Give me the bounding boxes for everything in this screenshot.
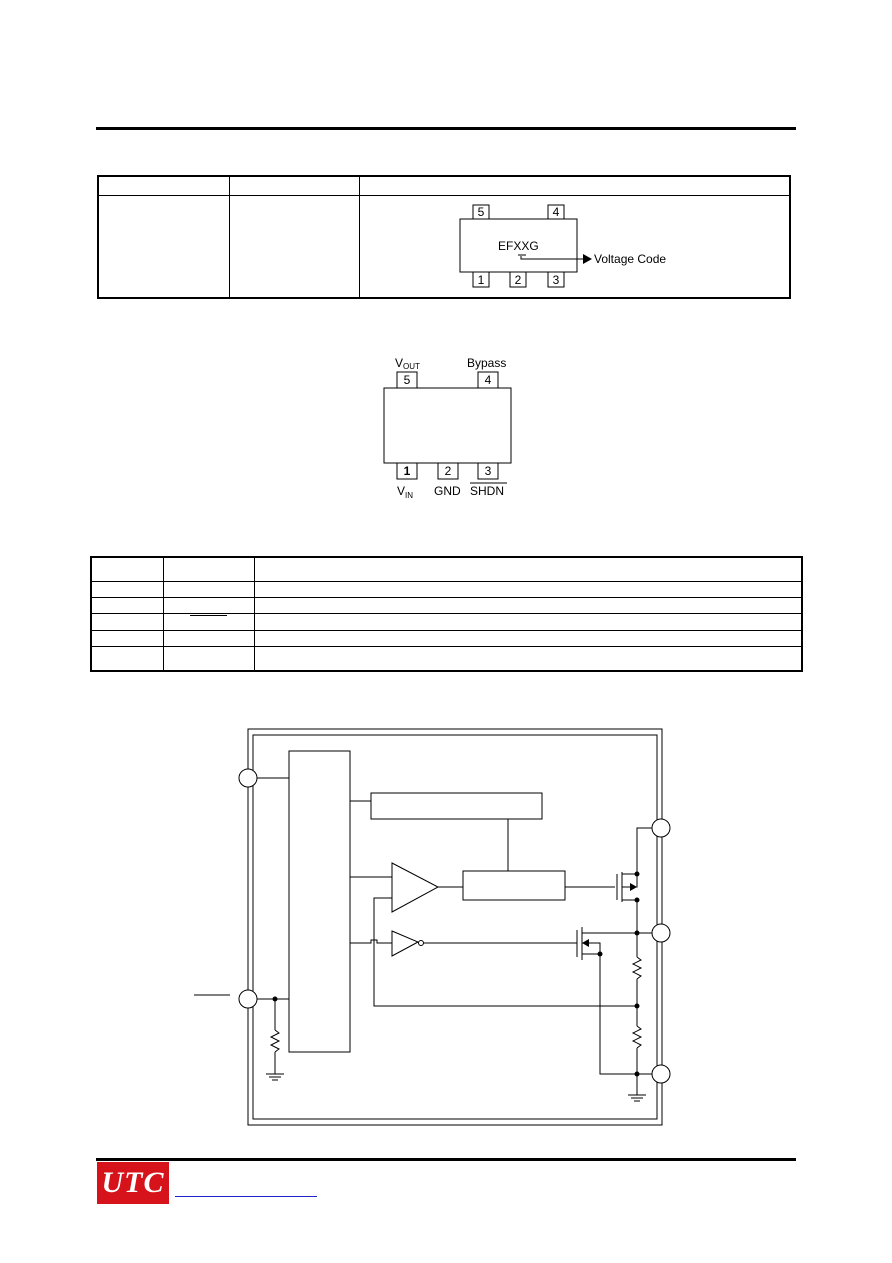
pinout-package-body bbox=[383, 387, 512, 464]
table-cell bbox=[254, 597, 803, 615]
nmos-arrow-icon bbox=[582, 939, 589, 947]
table-cell bbox=[163, 580, 255, 599]
table-row bbox=[90, 629, 803, 648]
table-cell bbox=[254, 556, 803, 582]
wire bbox=[582, 942, 601, 954]
pinout-pin-4-label: 4 bbox=[485, 373, 492, 387]
marking-code-leader bbox=[520, 256, 583, 260]
table-cell bbox=[90, 556, 164, 582]
pin-label-vin: V bbox=[397, 484, 405, 498]
pin-description-table bbox=[90, 556, 803, 672]
wire bbox=[622, 899, 652, 934]
table-cell bbox=[90, 646, 164, 672]
wire bbox=[622, 874, 638, 888]
header-rule bbox=[96, 127, 796, 130]
junction-dot bbox=[634, 1003, 640, 1009]
block-diagram bbox=[194, 728, 671, 1126]
pin-circle-gnd bbox=[651, 1064, 671, 1084]
footer-link-underline[interactable] bbox=[175, 1196, 317, 1197]
table-cell bbox=[254, 580, 803, 599]
table-cell bbox=[163, 597, 255, 615]
utc-logo: UTC bbox=[97, 1162, 169, 1204]
pinout-pin-2 bbox=[437, 462, 459, 480]
inverter-bubble bbox=[418, 940, 424, 946]
junction-dot bbox=[634, 897, 640, 903]
table-row bbox=[90, 613, 803, 631]
marking-header-col-3 bbox=[359, 175, 791, 196]
junction-dot bbox=[634, 871, 640, 877]
marking-arrow-icon bbox=[583, 254, 592, 264]
marking-voltage-code-label: Voltage Code bbox=[594, 252, 666, 266]
wire bbox=[582, 953, 652, 1075]
marking-pin-3-label: 3 bbox=[553, 273, 560, 287]
pin-label-vin-subscript: IN bbox=[405, 491, 413, 500]
shutdown-inverter bbox=[391, 930, 420, 957]
pinout-pin-3 bbox=[477, 462, 499, 480]
table-cell bbox=[163, 646, 255, 672]
marking-cell-1 bbox=[97, 194, 230, 299]
pin-circle-shdn bbox=[238, 989, 258, 1009]
table-row bbox=[90, 580, 803, 599]
pmos-arrow-icon bbox=[630, 883, 637, 891]
table-row bbox=[90, 597, 803, 615]
control-logic-block bbox=[288, 750, 351, 1053]
reference-block bbox=[370, 792, 543, 820]
resistor-bottom bbox=[631, 1025, 643, 1049]
pinout-pin-2-label: 2 bbox=[445, 464, 452, 478]
pinout-pin-1-label: 1 bbox=[404, 464, 411, 478]
pinout-pin-5-label: 5 bbox=[404, 373, 411, 387]
pulldown-resistor bbox=[269, 1029, 281, 1053]
table-row bbox=[90, 556, 803, 582]
table-cell bbox=[254, 629, 803, 648]
table-cell bbox=[254, 613, 803, 631]
junction-dot bbox=[597, 951, 603, 957]
marking-pin-5-label: 5 bbox=[478, 205, 485, 219]
table-cell bbox=[90, 580, 164, 599]
pinout-pin-1 bbox=[396, 462, 418, 480]
marking-diagram: 5 4 EFXXG Voltage Code 1 2 3 bbox=[459, 204, 666, 288]
junction-dot bbox=[272, 996, 278, 1002]
marking-pin-2 bbox=[509, 271, 527, 288]
marking-header-col-1 bbox=[97, 175, 230, 196]
table-cell bbox=[163, 556, 255, 582]
table-cell bbox=[254, 646, 803, 672]
junction-dot bbox=[634, 930, 640, 936]
pin-label-vout: V bbox=[395, 356, 403, 370]
table-overbar-mark bbox=[190, 615, 227, 617]
table-cell bbox=[163, 613, 255, 631]
table-cell bbox=[90, 613, 164, 631]
pin-label-bypass: Bypass bbox=[467, 356, 506, 370]
wire bbox=[622, 827, 652, 875]
table-cell bbox=[90, 597, 164, 615]
junction-dot bbox=[634, 1071, 640, 1077]
marking-pin-4-label: 4 bbox=[553, 205, 560, 219]
pin-label-shdn: SHDN bbox=[470, 484, 504, 498]
pin-label-gnd: GND bbox=[434, 484, 461, 498]
table-row bbox=[90, 646, 803, 672]
pin-circle-bypass bbox=[651, 923, 671, 943]
driver-block bbox=[462, 870, 566, 901]
marking-header-col-2 bbox=[229, 175, 360, 196]
utc-logo-text: UTC bbox=[101, 1166, 165, 1199]
feedback-wire bbox=[373, 897, 637, 1007]
table-cell bbox=[163, 629, 255, 648]
pin-circle-vin bbox=[238, 768, 258, 788]
pinout-pin-3-label: 3 bbox=[485, 464, 492, 478]
marking-chip-text: EFXXG bbox=[498, 239, 539, 253]
footer-rule bbox=[96, 1158, 796, 1161]
error-amplifier bbox=[391, 862, 440, 913]
marking-pin-2-label: 2 bbox=[515, 273, 522, 287]
marking-pin-1-label: 1 bbox=[478, 273, 485, 287]
marking-pin-3 bbox=[547, 271, 565, 288]
wire-crossover bbox=[350, 939, 392, 944]
resistor-top bbox=[631, 956, 643, 980]
pin-configuration-diagram: V OUT Bypass 5 4 1 2 3 V IN GND SHDN bbox=[383, 356, 512, 500]
marking-cell-2 bbox=[229, 194, 360, 299]
pin-circle-vout bbox=[651, 818, 671, 838]
pin-label-vout-subscript: OUT bbox=[403, 362, 420, 371]
marking-pin-1 bbox=[472, 271, 490, 288]
table-cell bbox=[90, 629, 164, 648]
